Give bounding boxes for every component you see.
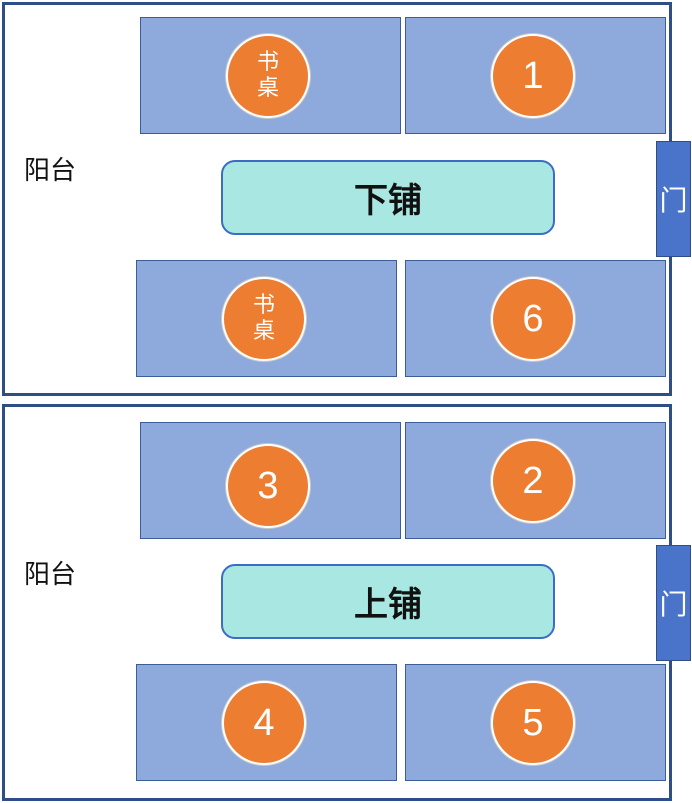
bottom-room-seat-5: 5 xyxy=(491,681,575,765)
top-room-seat-6: 6 xyxy=(491,277,575,361)
bottom-room-seat-2: 2 xyxy=(491,439,575,523)
bottom-balcony-label: 阳台 xyxy=(24,560,77,590)
top-balcony-label: 阳台 xyxy=(24,156,77,186)
bottom-room-seat-4: 4 xyxy=(222,681,306,765)
lower-bunk: 下铺 xyxy=(221,160,555,235)
bottom-room-door: 门 xyxy=(656,545,691,661)
top-room-seat-1: 1 xyxy=(491,34,575,118)
top-room-seat-desk-bottom: 书 桌 xyxy=(222,277,306,361)
top-room-seat-desk-top: 书 桌 xyxy=(226,34,310,118)
bottom-room-seat-3: 3 xyxy=(226,444,310,528)
upper-bunk: 上铺 xyxy=(221,564,555,639)
top-room-door: 门 xyxy=(656,141,691,257)
